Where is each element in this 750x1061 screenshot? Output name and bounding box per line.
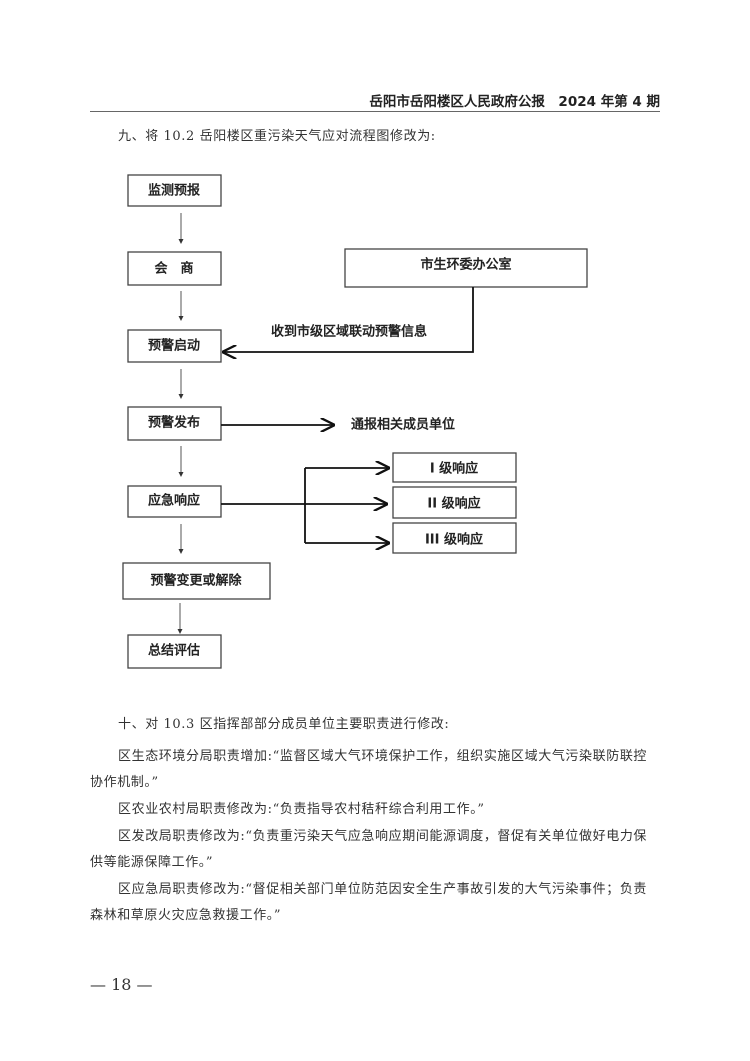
step-label: 应急响应 — [148, 493, 200, 509]
duty-paragraph: 区发改局职责修改为:“负责重污染天气应急响应期间能源调度，督促有关单位做好电力保… — [90, 829, 648, 870]
page-number: — 18 — — [90, 975, 153, 994]
level-box-1 — [392, 452, 517, 483]
section10-heading: 十、对 10.3 区指挥部部分成员单位主要职责进行修改: — [118, 717, 450, 732]
level-label: III 级响应 — [425, 532, 483, 548]
city-signal-label: 收到市级区域联动预警信息 — [271, 324, 427, 340]
city-office-box — [344, 248, 588, 288]
step-label: 总结评估 — [148, 643, 200, 659]
flowchart: 监测预报 会 商 预警启动 预警发布 应急响应 预警变更或解除 总结评估 市生环… — [122, 174, 588, 669]
level-box-2 — [392, 486, 517, 519]
level-label: I 级响应 — [430, 461, 478, 477]
step-label: 会 商 — [154, 261, 193, 277]
header-rule — [90, 111, 660, 112]
level-box-3 — [392, 522, 517, 554]
step-box-warning-release — [127, 406, 222, 441]
section9-heading: 九、将 10.2 岳阳楼区重污染天气应对流程图修改为: — [118, 129, 436, 144]
duty-paragraph: 区应急局职责修改为:“督促相关部门单位防范因安全生产事故引发的大气污染事件；负责… — [90, 882, 648, 923]
step-label: 预警变更或解除 — [150, 573, 242, 589]
step-arrows — [177, 213, 184, 634]
step-box-warning-change — [122, 562, 271, 600]
duty-paragraph: 区农业农村局职责修改为:“负责指导农村秸秆综合利用工作。” — [118, 802, 485, 817]
step-box-warning-start — [127, 329, 222, 363]
city-office-label: 市生环委办公室 — [420, 257, 511, 273]
step-box-monitor — [127, 174, 222, 207]
duty-paragraph: 区生态环境分局职责增加:“监督区域大气环境保护工作，组织实施区域大气污染联防联控… — [90, 749, 648, 790]
step-box-evaluation — [127, 634, 222, 669]
page-header: 岳阳市岳阳楼区人民政府公报 2024 年第 4 期 — [369, 94, 660, 110]
city-signal-arrow — [224, 287, 474, 352]
level-label: II 级响应 — [427, 496, 480, 512]
notify-label: 通报相关成员单位 — [351, 417, 455, 433]
step-label: 预警发布 — [148, 415, 200, 431]
step-box-consult — [127, 251, 222, 286]
step-label: 预警启动 — [148, 338, 200, 354]
step-label: 监测预报 — [148, 183, 201, 199]
step-box-emergency-response — [127, 485, 222, 518]
